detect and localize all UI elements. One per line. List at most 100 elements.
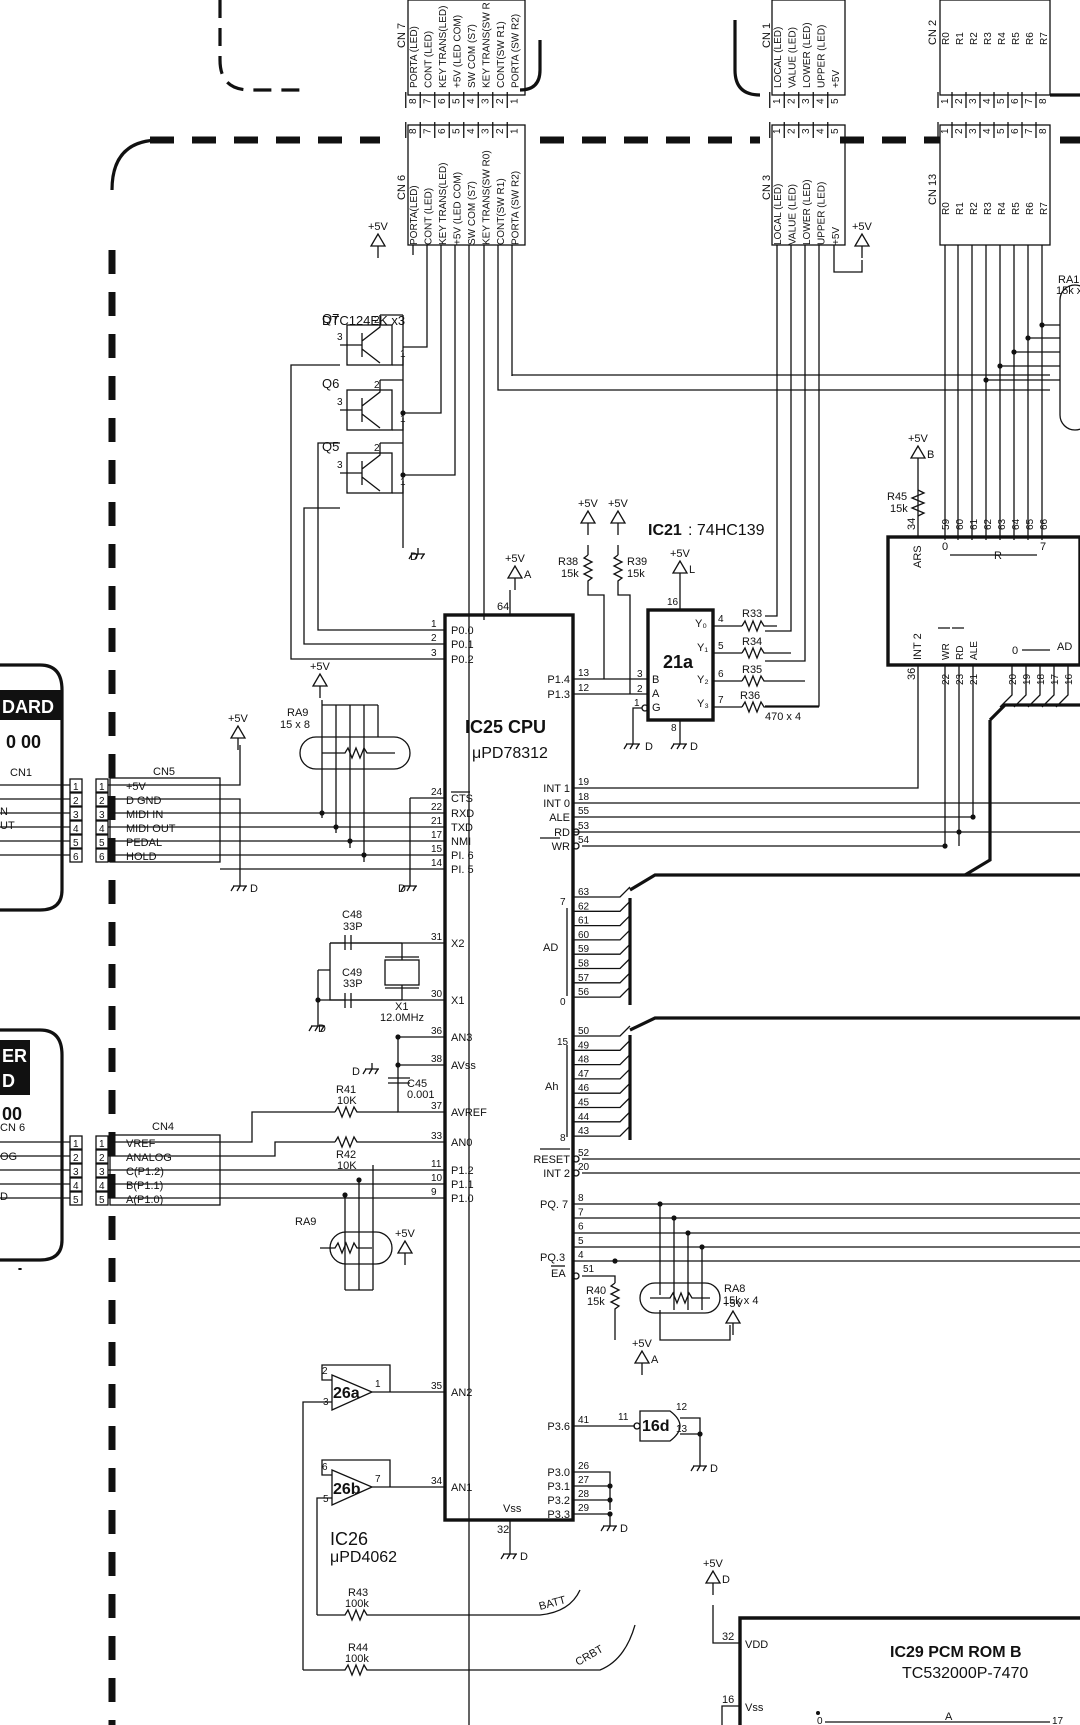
- ic21-y3: Y₃: [697, 698, 709, 710]
- cn2-pins-num-5: 6: [1010, 98, 1021, 104]
- cn3-pins-num-0: 1: [772, 128, 783, 134]
- transistor-q5-pin3: 3: [337, 460, 343, 471]
- plus5v-label-8: +5V: [310, 661, 331, 673]
- cpu-left-pin-1: 2: [431, 633, 437, 644]
- power-symbols: +5V+5V+5VB+5VA+5V+5V+5VL+5V+5V+5V+5V+5VA…: [228, 221, 934, 1595]
- cpu-vss-pin: 32: [497, 1524, 509, 1536]
- ic21-b: B: [652, 674, 659, 686]
- cpu-left-name-9: X2: [451, 938, 464, 950]
- r39-value: 15k: [627, 568, 645, 580]
- cpu-left-name-0: P0.0: [451, 625, 474, 637]
- r36-label: R36: [740, 690, 760, 702]
- cpu-right-pin-6: 54: [578, 835, 590, 846]
- rc-top-pin-6: 65: [1025, 518, 1036, 530]
- ic29-vss: Vss: [745, 1702, 764, 1714]
- cpu-right-pin-9: 41: [578, 1415, 590, 1426]
- cn13-pins-num-4: 5: [996, 128, 1007, 134]
- cn7-pins-num-7: 1: [510, 98, 521, 104]
- cn13-pins-sig-2: R2: [969, 202, 980, 215]
- cn13-pins-num-0: 1: [940, 128, 951, 134]
- cn3-pins-num-2: 3: [801, 128, 812, 134]
- c45-value: 0.001: [407, 1089, 435, 1101]
- cn13-pins-num-3: 4: [982, 128, 993, 134]
- ic21-pin4: 4: [718, 614, 724, 625]
- rc-ad-pin-3: 17: [1050, 673, 1061, 685]
- cn1t-pins-sig-3: UPPER (LED): [817, 25, 828, 88]
- cpu-vdd-pin: 64: [497, 601, 509, 613]
- cpu-left-name-7: PI. 6: [451, 850, 474, 862]
- ad-right-0: 0: [1012, 645, 1018, 657]
- cpu-ah-pin-6: 44: [578, 1112, 590, 1123]
- cn7-pins-num-4: 4: [466, 98, 477, 104]
- resistor-r45: R45 15k: [887, 470, 926, 537]
- ic16-pin11: 11: [618, 1412, 629, 1423]
- ra8-value: 15k x 4: [723, 1295, 758, 1307]
- cn13-pins-num-6: 7: [1024, 128, 1035, 134]
- gnd-label-5: D: [352, 1066, 360, 1078]
- ic26a-unit: 26a: [333, 1385, 360, 1402]
- r45-value: 15k: [890, 503, 908, 515]
- cpu-part: μPD78312: [472, 745, 548, 762]
- ah-label: Ah: [545, 1081, 558, 1093]
- transistor-q7-pin2: 2: [374, 315, 380, 326]
- ah-lo: 8: [560, 1133, 566, 1144]
- rc-ctl-pin-wr: 22: [941, 673, 952, 685]
- plus5v-sub-2: B: [927, 449, 934, 461]
- cpu-left-pin-3: 24: [431, 787, 443, 798]
- ic29-vdd-pin: 32: [722, 1631, 734, 1643]
- r43-label: R43: [348, 1587, 368, 1599]
- cpu-left-name-3: CTS: [451, 793, 473, 805]
- cn2-pins-sig-3: R3: [983, 32, 994, 45]
- ra9b-label: RA9: [295, 1216, 316, 1228]
- cpu-right-name-12: P3.2: [547, 1495, 570, 1507]
- plus5v-label-2: +5V: [908, 433, 929, 445]
- ic26-name: IC26: [330, 1529, 368, 1549]
- cpu-left-pin-12: 38: [431, 1054, 443, 1065]
- gnd-label-4: D: [318, 1023, 326, 1035]
- cn13-pins-num-5: 6: [1010, 128, 1021, 134]
- ic21-y2: Y₂: [697, 674, 709, 686]
- cn6-label: CN 6: [396, 175, 408, 200]
- cn6-pins-sig-4: SW COM (S7): [467, 181, 478, 245]
- r38-value: 15k: [561, 568, 579, 580]
- pedal-sub: 00: [2, 1104, 22, 1124]
- r36-value: 470 x 4: [765, 711, 801, 723]
- ic21-y1: Y₁: [697, 642, 708, 654]
- cpu-left-pin-4: 22: [431, 802, 443, 813]
- cn1l-pin-1: 2: [73, 796, 79, 807]
- cn2-pins-num-3: 4: [982, 98, 993, 104]
- cn1l-pin-3: 4: [73, 824, 79, 835]
- cpu-left-name-10: X1: [451, 995, 464, 1007]
- plus5v-label-9: +5V: [395, 1228, 416, 1240]
- cn13-pins-sig-5: R5: [1011, 202, 1022, 215]
- ad-label: AD: [543, 942, 558, 954]
- cpu-right-pin-10: 26: [578, 1461, 590, 1472]
- cpu-vss-label: Vss: [503, 1503, 522, 1515]
- r42-value: 10K: [337, 1160, 357, 1172]
- cn7-pins-num-5: 3: [481, 98, 492, 104]
- transistor-q6-pin2: 2: [374, 380, 380, 391]
- cpu-left-name-17: P1.0: [451, 1193, 474, 1205]
- cpu-left-pin-16: 10: [431, 1173, 443, 1184]
- cn6l-pin-4: 5: [73, 1195, 79, 1206]
- r40-label: R40: [586, 1285, 606, 1297]
- cn6-pins-sig-2: KEY TRANS(LED): [438, 163, 449, 245]
- pa7-label: PQ. 7: [540, 1199, 568, 1211]
- c45-label: C45: [407, 1078, 427, 1090]
- gnd-label-10: D: [520, 1551, 528, 1563]
- cpu-right-name-8: INT 2: [543, 1168, 570, 1180]
- cn1t-pins-sig-4: +5V: [831, 70, 842, 88]
- r44-label: R44: [348, 1642, 368, 1654]
- ra1-value: 15k x: [1056, 285, 1080, 297]
- junction-dots: [315, 322, 1045, 1517]
- cn13-pins-sig-3: R3: [983, 202, 994, 215]
- cn13-pins-num-1: 2: [954, 128, 965, 134]
- cn1t-pins-num-0: 1: [772, 98, 783, 104]
- gnd-label-9: D: [620, 1523, 628, 1535]
- cn7-pins-sig-7: PORTA (SW R2): [511, 14, 522, 88]
- transistor-q6-pin3: 3: [337, 397, 343, 408]
- ic21-pin1: 1: [634, 698, 640, 709]
